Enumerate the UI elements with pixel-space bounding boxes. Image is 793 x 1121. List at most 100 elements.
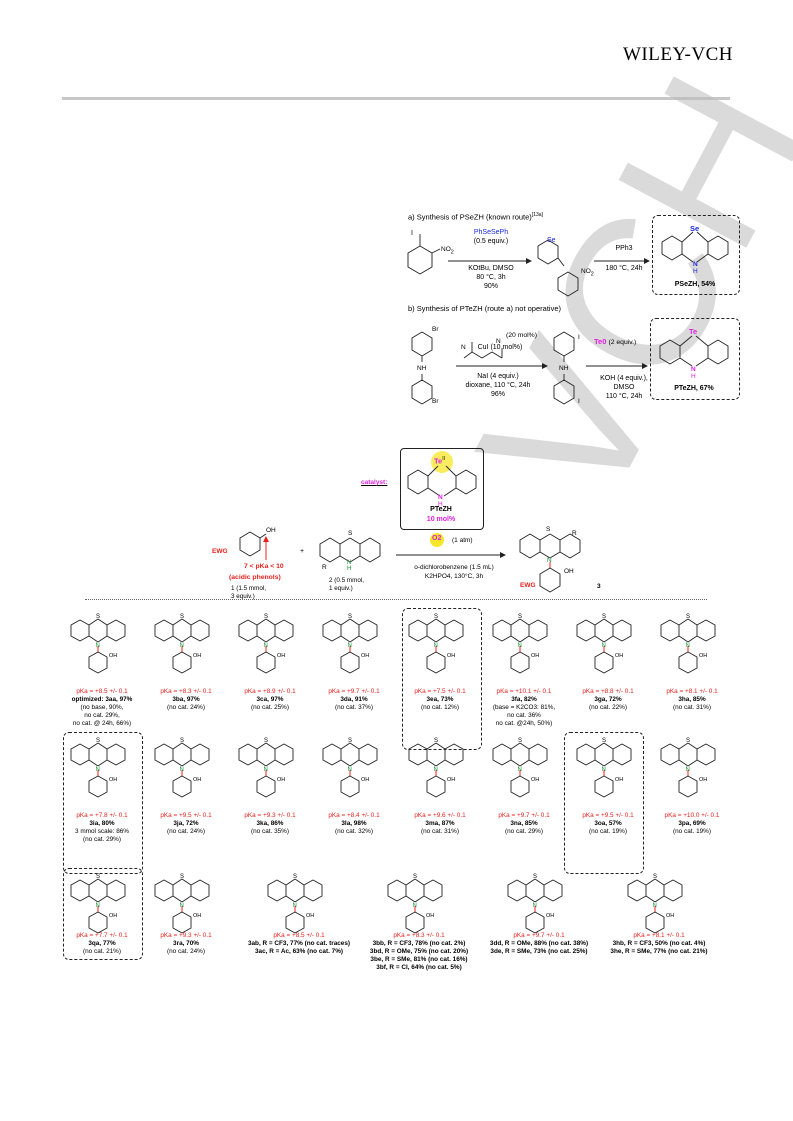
- pseZH-box: [652, 215, 740, 295]
- svg-text:OH: OH: [193, 653, 201, 659]
- phenol-ewg: EWG: [212, 548, 228, 555]
- product-yield-line: (no cat. 19%): [672, 828, 711, 835]
- scheme-a-title: a) Synthesis of PSeZH (known route): [408, 212, 532, 222]
- scheme-a-drawing: [407, 234, 650, 297]
- svg-text:S: S: [413, 874, 417, 880]
- product-yield-line: 3ia, 80%: [89, 820, 115, 827]
- reactant-2-line-1: 2 (0.5 mmol,: [329, 577, 364, 584]
- svg-text:OH: OH: [277, 777, 285, 783]
- svg-text:N: N: [96, 903, 100, 909]
- pph3-reagent: PPh3: [615, 245, 633, 252]
- svg-text:S: S: [518, 614, 522, 620]
- svg-text:N: N: [602, 643, 606, 649]
- highlight-box-3ia: [63, 732, 143, 874]
- product-yield-line: (no cat. 31%): [420, 828, 459, 835]
- product-yield-line: 3ca, 97%: [256, 696, 284, 703]
- svg-text:S: S: [518, 738, 522, 744]
- product-yield-line: (no cat. 31%): [672, 704, 711, 711]
- svg-text:S: S: [348, 738, 352, 744]
- product-yield-line: 3ja, 72%: [173, 820, 199, 827]
- phenothiazine-structure: [319, 537, 381, 563]
- product-yield-line: 3da, 91%: [340, 696, 368, 703]
- product-yield-line: 3ma, 87%: [425, 820, 455, 827]
- oxidant: O2: [432, 535, 441, 542]
- ligand-n1: N: [461, 344, 466, 351]
- product-yield-line: optimized: 3aa, 97%: [71, 696, 133, 703]
- ligand-loading: (20 mol%): [506, 332, 537, 339]
- svg-text:N: N: [180, 643, 184, 649]
- cond-a-3: 90%: [483, 283, 498, 290]
- svg-text:N: N: [518, 767, 522, 773]
- product-yield-line: 3ga, 72%: [594, 696, 622, 703]
- scheme-b-conditions-top: CuI (10 mol%): [477, 344, 523, 351]
- iodo-label: I: [411, 230, 413, 237]
- product-structure: S N OH: [492, 738, 548, 798]
- scheme-b-conditions: NaI (4 equiv.) dioxane, 110 °C, 24h 96%: [446, 372, 550, 399]
- product-yield-line: (no cat. 24%): [166, 948, 205, 955]
- product-yield-line: (no cat. 29%): [82, 836, 121, 843]
- highlight-box-3ea: [402, 608, 482, 750]
- product-yield-line: 3bb, R = CF3, 78% (no cat. 2%): [372, 940, 466, 947]
- catalyst-name: PTeZH: [430, 506, 452, 513]
- svg-text:S: S: [293, 874, 297, 880]
- diamine-ligand-structure: [463, 342, 503, 359]
- product-pka: pKa = +9.7 +/- 0.1: [498, 812, 550, 819]
- svg-text:N: N: [602, 767, 606, 773]
- pteZH-product-label: PTeZH, 67%: [674, 385, 714, 392]
- product-yield-line: (no cat. 25%): [250, 704, 289, 711]
- product-yield-line: 3he, R = SMe, 77% (no cat. 21%): [610, 948, 708, 955]
- product-yield-line: 3ab, R = CF3, 77% (no cat. traces): [247, 940, 351, 947]
- pteZH-te: Te: [689, 327, 698, 336]
- svg-text:N: N: [264, 643, 268, 649]
- phenol-pka-range: 7 < pKa < 10: [244, 563, 284, 570]
- svg-text:N: N: [434, 767, 438, 773]
- te-equiv: (2 equiv.): [608, 339, 637, 346]
- nh-label-1: NH: [417, 365, 427, 372]
- svg-text:OH: OH: [447, 653, 455, 659]
- catalyst-loading: 10 mol%: [400, 515, 482, 524]
- product-yield-line: 3ka, 86%: [256, 820, 284, 827]
- br-label-2: Br: [432, 398, 439, 405]
- product-yield-line: (no cat. 12%): [420, 704, 459, 711]
- product-yield-line: (no base, 90%,: [80, 704, 124, 711]
- svg-text:S: S: [264, 614, 268, 620]
- svg-text:OH: OH: [426, 913, 434, 919]
- step2-conditions-a: 180 °C, 24h: [605, 265, 643, 272]
- selenoether-structure: [537, 239, 579, 297]
- product-yield-line: 3ra, 70%: [173, 940, 199, 947]
- diiododiphenylamine-structure: [553, 331, 575, 405]
- product-yield-line: no cat. @24h, 50%): [495, 720, 553, 727]
- nitro-label-2: NO2: [581, 268, 594, 278]
- svg-text:N: N: [434, 643, 438, 649]
- cond-a-1: KOtBu, DMSO: [468, 265, 514, 272]
- svg-text:OH: OH: [531, 777, 539, 783]
- phenol-oh: OH: [266, 527, 276, 534]
- svg-text:N: N: [180, 767, 184, 773]
- svg-text:OH: OH: [109, 777, 117, 783]
- product-3-label: 3: [597, 583, 601, 590]
- svg-text:S: S: [96, 874, 100, 880]
- cond-b2-2: DMSO: [613, 384, 635, 391]
- svg-text:S: S: [434, 614, 438, 620]
- svg-text:S: S: [686, 738, 690, 744]
- svg-text:S: S: [180, 738, 184, 744]
- svg-text:S: S: [180, 614, 184, 620]
- product-yield-line: (no cat. 21%): [82, 948, 121, 955]
